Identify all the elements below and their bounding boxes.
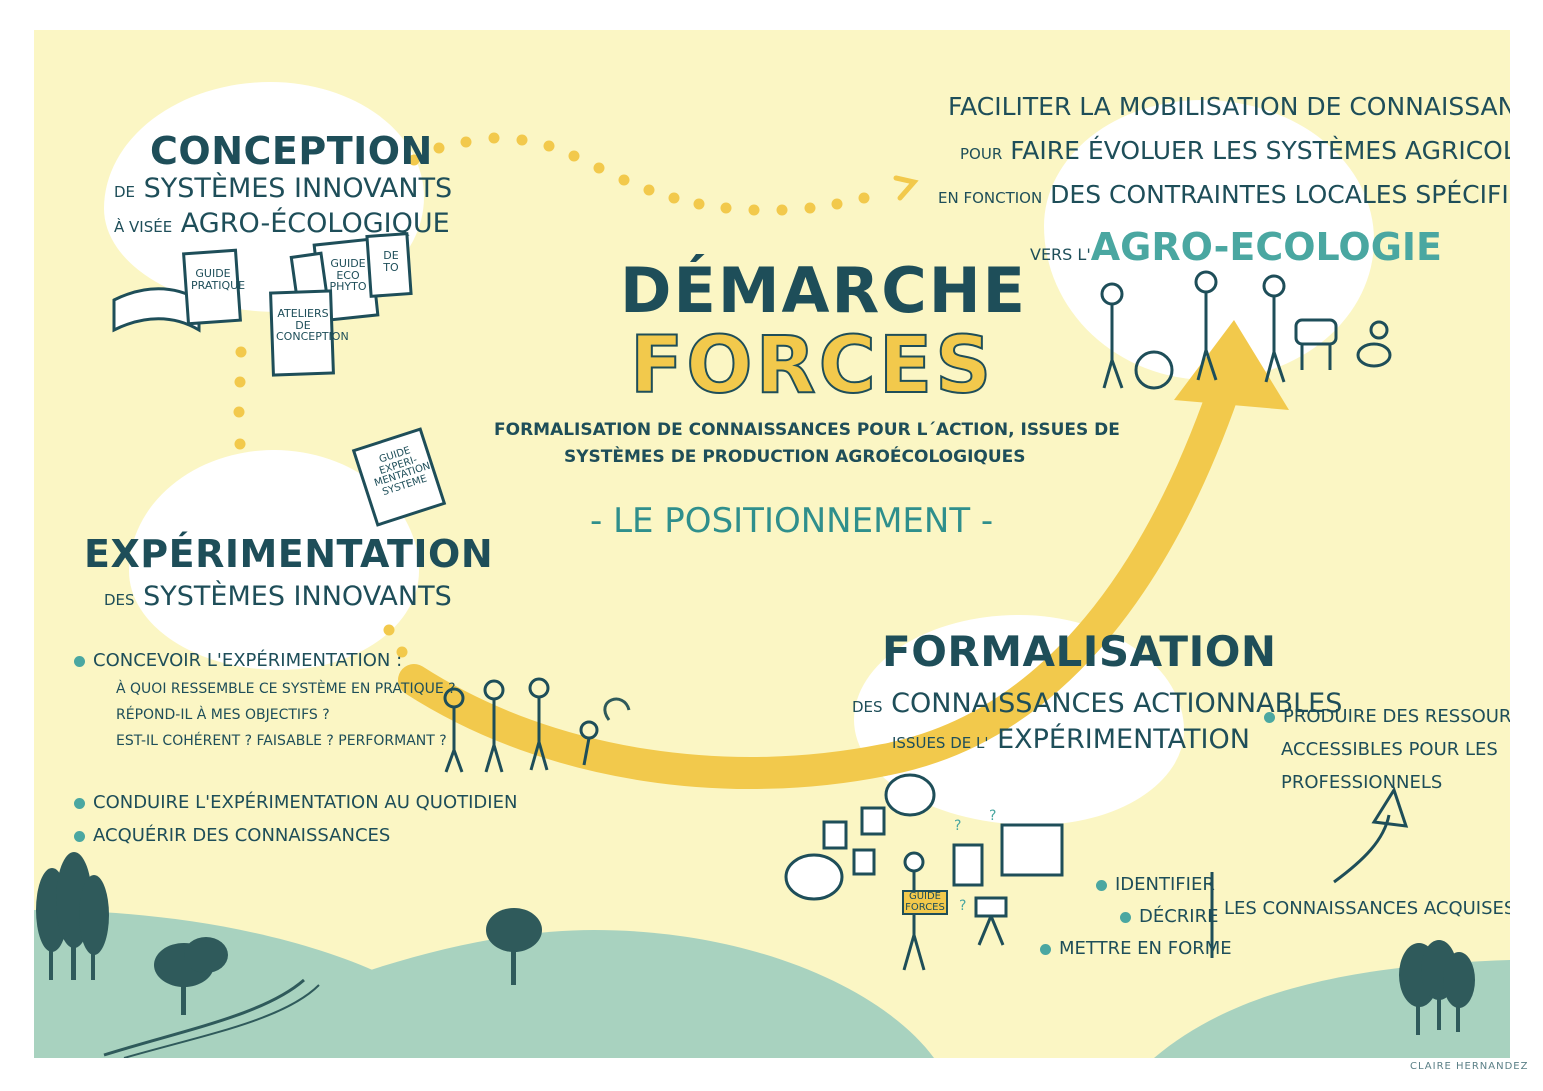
- resource-line1: PRODUIRE DES RESSOURCES: [1264, 707, 1510, 727]
- dotted-path-left: [233, 346, 420, 676]
- credit: CLAIRE HERNANDEZ: [1410, 1061, 1529, 1072]
- dotted-path-top: [408, 132, 870, 216]
- exp-bullet-concevoir: CONCEVOIR L'EXPÉRIMENTATION :: [74, 651, 402, 671]
- book-partial: DE TO: [383, 249, 399, 274]
- bullet-dot: [74, 797, 85, 809]
- svg-text:?: ?: [959, 898, 966, 914]
- progress-arrow: [398, 374, 1240, 789]
- experimentation-title: EXPÉRIMENTATION: [84, 532, 494, 576]
- river: [103, 978, 305, 1057]
- bullet-dot: [74, 830, 85, 842]
- exp-bullet-conduire: CONDUIRE L'EXPÉRIMENTATION AU QUOTIDIEN: [74, 793, 517, 813]
- actions-label: LES CONNAISSANCES ACQUISES: [1224, 898, 1510, 919]
- bullet-dot: [1040, 943, 1051, 955]
- goal-line4: VERS L'AGRO-ECOLOGIE: [1030, 225, 1442, 269]
- action-identifier: IDENTIFIER: [1096, 875, 1215, 895]
- exp-question-1: À QUOI RESSEMBLE CE SYSTÈME EN PRATIQUE …: [116, 681, 456, 697]
- book-guide-ecophyto: GUIDE ECO PHYTO: [329, 257, 367, 294]
- action-decrire: DÉCRIRE: [1120, 907, 1219, 927]
- bullet-dot: [74, 655, 85, 667]
- exp-question-2: RÉPOND-IL À MES OBJECTIFS ?: [116, 707, 330, 723]
- positionnement-label: - LE POSITIONNEMENT -: [590, 501, 994, 541]
- goal-line2: POUR FAIRE ÉVOLUER LES SYSTÈMES AGRICOLE…: [960, 136, 1510, 165]
- svg-text:?: ?: [989, 808, 996, 824]
- guide-forces-sign: GUIDE FORCES: [902, 890, 948, 915]
- center-subtitle-line2: SYSTÈMES DE PRODUCTION AGROÉCOLOGIQUES: [564, 447, 1026, 467]
- bullet-dot: [1120, 911, 1131, 923]
- conception-line3: À VISÉE AGRO-ÉCOLOGIQUE: [114, 208, 450, 239]
- action-mettre-en-forme: METTRE EN FORME: [1040, 939, 1232, 959]
- bullet-dot: [1096, 879, 1107, 891]
- exp-bullet-acquerir: ACQUÉRIR DES CONNAISSANCES: [74, 826, 390, 846]
- forces-title: FORCES: [629, 321, 995, 411]
- conception-title: CONCEPTION: [150, 129, 433, 173]
- resource-line3: PROFESSIONNELS: [1281, 772, 1443, 793]
- demarche-title: DÉMARCHE: [620, 254, 1027, 327]
- poster: ??? GUIDE PRATIQUE GUIDE ECO PHYTO ATELI…: [34, 30, 1510, 1058]
- feedback-arrow: [1333, 814, 1391, 884]
- farmers-illustration: [1100, 270, 1392, 390]
- experimenters-illustration: [443, 677, 631, 773]
- experimentation-line2: DES SYSTÈMES INNOVANTS: [104, 581, 452, 612]
- conception-line2: DE SYSTÈMES INNOVANTS: [114, 173, 453, 204]
- svg-text:?: ?: [954, 818, 961, 834]
- formalisation-line3: ISSUES DE L' EXPÉRIMENTATION: [892, 724, 1250, 755]
- formalisation-title: FORMALISATION: [882, 627, 1277, 676]
- bullet-dot: [1264, 711, 1275, 723]
- book-ateliers-conception: ATELIERS DE CONCEPTION: [276, 307, 349, 344]
- trees-left: [36, 852, 542, 1015]
- diagram-artwork: ???: [34, 132, 1510, 1058]
- goal-line3: EN FONCTION DES CONTRAINTES LOCALES SPÉC…: [938, 180, 1510, 209]
- center-subtitle-line1: FORMALISATION DE CONNAISSANCES POUR L´AC…: [494, 420, 1120, 440]
- formalisation-illustration: [784, 773, 1064, 971]
- books-illustration: [112, 232, 447, 527]
- middle-hill: [164, 930, 934, 1058]
- book-guide-pratique: GUIDE PRATIQUE: [191, 267, 246, 292]
- goal-blob: [1044, 100, 1374, 380]
- goal-line1: FACILITER LA MOBILISATION DE CONNAISSANC…: [948, 92, 1510, 121]
- exp-question-3: EST-IL COHÉRENT ? FAISABLE ? PERFORMANT …: [116, 733, 447, 749]
- trees-right: [1399, 940, 1475, 1035]
- resource-line2: ACCESSIBLES POUR LES: [1281, 739, 1498, 760]
